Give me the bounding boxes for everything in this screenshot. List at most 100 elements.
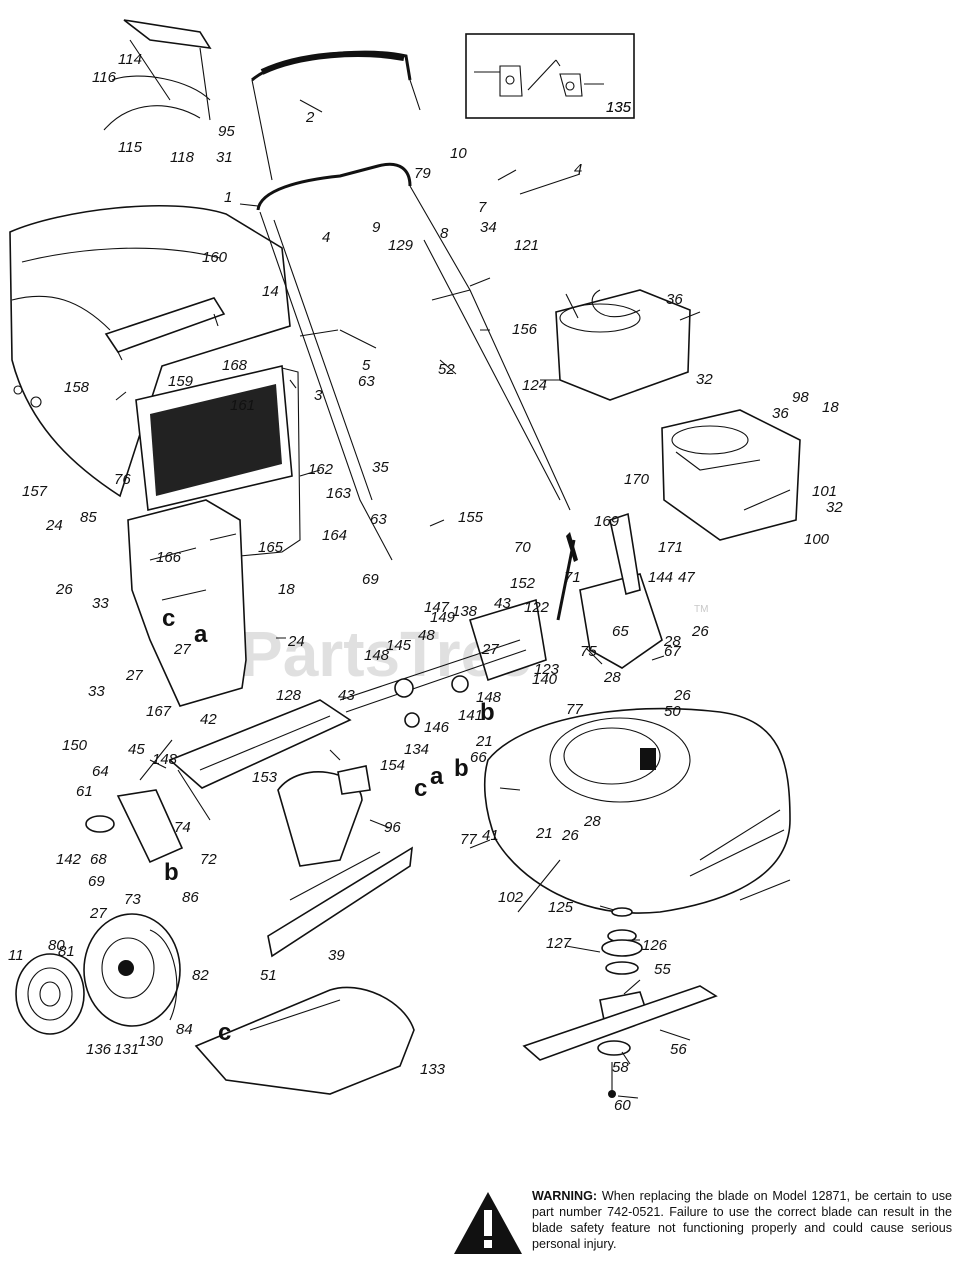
part-label: 75 [580,643,597,660]
part-label: 126 [642,937,668,954]
part-label: 52 [438,361,455,378]
wheel-bracket [85,739,211,864]
hub-cap [15,953,85,1035]
part-label: 14 [262,283,279,300]
part-label: 4 [574,161,582,178]
part-label: 121 [514,237,539,254]
part-label: 115 [118,139,143,156]
part-label: 33 [92,595,109,612]
part-label: 118 [170,149,195,166]
ref-letter: a [430,763,444,790]
height-adjuster [556,512,663,669]
part-label: 35 [372,459,389,476]
part-label: 148 [364,647,390,664]
part-label: 32 [696,371,713,388]
part-label: 50 [664,703,681,720]
part-label: 163 [326,485,352,502]
part-label: 70 [514,539,531,556]
part-label: 116 [92,69,117,86]
part-label: 153 [252,769,278,786]
ref-letter: a [194,621,208,648]
part-label: 47 [678,569,695,586]
part-label: 142 [56,851,82,868]
engine-lower [661,409,801,541]
part-label: 39 [328,947,345,964]
grass-bag [9,204,291,498]
part-label: 69 [88,873,105,890]
warning-notice: WARNING: When replacing the blade on Mod… [452,1188,952,1268]
part-label: 154 [380,757,405,774]
part-label: 26 [55,581,73,598]
part-label: 43 [494,595,511,612]
part-label: 72 [200,851,217,868]
part-label: 68 [90,851,107,868]
part-label: 31 [216,149,233,166]
part-label: 96 [384,819,401,836]
part-label: 156 [512,321,538,338]
ref-letter: b [454,755,469,782]
part-label: 21 [475,733,493,750]
part-label: 140 [532,671,558,688]
rear-chute [168,699,413,958]
part-label: 138 [452,603,478,620]
part-label: 21 [535,825,553,842]
part-label: 79 [414,165,431,182]
part-label: 169 [594,513,620,530]
part-label: 63 [370,511,387,528]
part-label: 123 [534,661,560,678]
part-label: 65 [612,623,629,640]
part-label: 85 [80,509,97,526]
part-label: 144 [648,569,673,586]
part-label: 80 [48,937,65,954]
bag-support-rod [239,367,301,557]
inset-detail-box [465,33,635,119]
part-label: 56 [670,1041,687,1058]
part-label: 36 [666,291,683,308]
part-label: 101 [812,483,837,500]
part-label: 76 [114,471,131,488]
part-label: 150 [62,737,88,754]
part-label: 10 [450,145,467,162]
upper-handle [251,50,421,181]
part-label: 125 [548,899,574,916]
part-label: 95 [218,123,235,140]
bag-handle [103,19,212,131]
rear-axle-bracket [339,598,547,728]
part-label: 145 [386,637,412,654]
ref-letter: b [480,699,495,726]
part-label: 48 [418,627,435,644]
part-label: 170 [624,471,650,488]
part-label: 82 [192,967,209,984]
bag-frame [135,365,293,511]
part-label: 129 [388,237,414,254]
part-label: 26 [561,827,579,844]
part-label: 135 [606,99,632,116]
ref-letter: b [164,859,179,886]
part-label: 24 [287,633,305,650]
part-label: 148 [476,689,502,706]
part-label: 1 [224,189,232,206]
part-label: 71 [564,569,581,586]
part-label: 7 [478,199,487,216]
part-label: 43 [338,687,355,704]
part-label: 24 [45,517,63,534]
blade-assembly [522,907,718,1098]
part-label: 42 [200,711,217,728]
lower-handle [256,162,571,561]
part-label: 102 [498,889,524,906]
part-label: 27 [125,667,143,684]
ref-letter: c [414,775,427,802]
part-label: 60 [614,1097,631,1114]
part-label: 27 [89,905,107,922]
part-label: 100 [804,531,830,548]
part-label: 27 [481,641,499,658]
part-label: 130 [138,1033,164,1050]
part-label: 51 [260,967,277,984]
part-label: 64 [92,763,109,780]
part-label: 28 [663,633,681,650]
part-label: 32 [826,499,843,516]
part-label: 157 [22,483,48,500]
part-label: 26 [673,687,691,704]
ref-letter: c [218,1019,231,1046]
